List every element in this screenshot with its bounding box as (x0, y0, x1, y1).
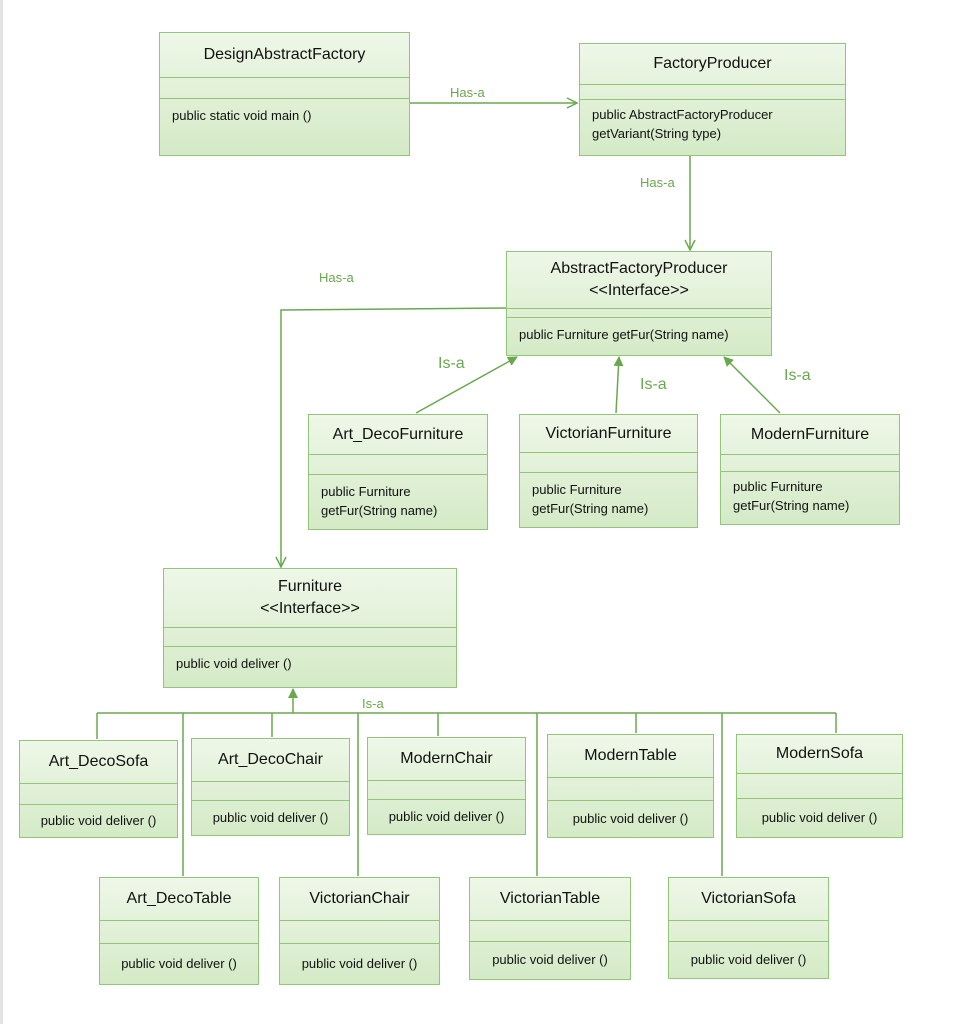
attributes-compartment (507, 309, 771, 318)
label-is-a-art-deco: Is-a (438, 355, 465, 372)
methods-compartment: public void deliver () (572, 810, 689, 826)
methods-compartment: public Furniture getFur(String name) (532, 482, 649, 517)
methods-compartment: public void deliver () (176, 656, 292, 671)
class-art-deco-chair[interactable]: Art_DecoChair public void deliver () (191, 738, 350, 836)
methods-compartment: public AbstractFactoryProducer getVarian… (592, 107, 773, 141)
class-name: ModernChair (368, 738, 525, 781)
attributes-compartment (368, 781, 525, 800)
methods-compartment: public void deliver () (212, 809, 329, 825)
class-name: Art_DecoSofa (20, 741, 177, 784)
methods-compartment: public Furniture getFur(String name) (519, 327, 729, 342)
label-has-a-abstract-to-furniture: Has-a (319, 270, 354, 285)
class-modern-table[interactable]: ModernTable public void deliver () (547, 734, 714, 838)
class-factory-producer[interactable]: FactoryProducer public AbstractFactoryPr… (579, 43, 846, 156)
methods-compartment: public Furniture getFur(String name) (733, 479, 850, 514)
connector-art-deco-furniture-is-a (415, 356, 518, 414)
class-name: ModernFurniture (721, 415, 899, 455)
attributes-compartment (721, 455, 899, 473)
methods-compartment: public void deliver () (761, 809, 878, 825)
class-art-deco-sofa[interactable]: Art_DecoSofa public void deliver () (19, 740, 178, 838)
class-name: VictorianSofa (669, 878, 828, 921)
attributes-compartment (520, 453, 697, 474)
methods-compartment: public void deliver () (40, 812, 157, 828)
attributes-compartment (280, 921, 439, 944)
class-name: Art_DecoTable (100, 878, 258, 921)
attributes-compartment (100, 921, 258, 944)
page-edge (0, 0, 3, 1024)
attributes-compartment (669, 921, 828, 942)
class-modern-furniture[interactable]: ModernFurniture public Furniture getFur(… (720, 414, 900, 525)
connector-victorian-furniture-is-a (613, 356, 624, 414)
class-furniture-interface[interactable]: Furniture <<Interface>> public void deli… (163, 568, 457, 688)
class-art-deco-table[interactable]: Art_DecoTable public void deliver () (99, 877, 259, 985)
class-name: Art_DecoChair (192, 739, 349, 782)
attributes-compartment (160, 78, 409, 99)
attributes-compartment (548, 778, 713, 801)
class-name: VictorianChair (280, 878, 439, 921)
class-name: FactoryProducer (580, 44, 845, 85)
class-abstract-factory-producer[interactable]: AbstractFactoryProducer <<Interface>> pu… (506, 251, 772, 356)
attributes-compartment (470, 921, 630, 942)
class-design-abstract-factory[interactable]: DesignAbstractFactory public static void… (159, 32, 410, 156)
class-victorian-chair[interactable]: VictorianChair public void deliver () (279, 877, 440, 985)
connector-modern-furniture-is-a (723, 356, 781, 414)
class-name: ModernTable (548, 735, 713, 778)
class-victorian-furniture[interactable]: VictorianFurniture public Furniture getF… (519, 414, 698, 528)
attributes-compartment (164, 628, 456, 647)
attributes-compartment (20, 784, 177, 805)
class-name: Art_DecoFurniture (309, 415, 487, 455)
class-name: AbstractFactoryProducer <<Interface>> (507, 252, 771, 309)
class-name: DesignAbstractFactory (160, 33, 409, 78)
class-name: ModernSofa (737, 735, 902, 774)
label-is-a-products: Is-a (362, 696, 384, 711)
connector-abstract-factory-to-furniture (281, 307, 507, 567)
label-is-a-victorian: Is-a (640, 376, 667, 393)
class-name: VictorianTable (470, 878, 630, 921)
methods-compartment: public void deliver () (121, 955, 237, 971)
class-modern-chair[interactable]: ModernChair public void deliver () (367, 737, 526, 835)
label-is-a-modern: Is-a (784, 367, 811, 384)
methods-compartment: public Furniture getFur(String name) (321, 484, 438, 519)
methods-compartment: public void deliver () (301, 955, 418, 971)
methods-compartment: public void deliver () (690, 951, 807, 967)
methods-compartment: public void deliver () (492, 952, 608, 968)
attributes-compartment (309, 455, 487, 476)
class-name: Furniture <<Interface>> (164, 569, 456, 628)
class-art-deco-furniture[interactable]: Art_DecoFurniture public Furniture getFu… (308, 414, 488, 530)
label-has-a-producer-to-abstract: Has-a (640, 175, 675, 190)
label-has-a-main-to-producer: Has-a (450, 85, 485, 100)
methods-compartment: public static void main () (172, 108, 312, 123)
methods-compartment: public void deliver () (388, 808, 505, 824)
attributes-compartment (192, 782, 349, 801)
attributes-compartment (580, 85, 845, 100)
class-modern-sofa[interactable]: ModernSofa public void deliver () (736, 734, 903, 838)
class-name: VictorianFurniture (520, 415, 697, 453)
class-victorian-table[interactable]: VictorianTable public void deliver () (469, 877, 631, 980)
class-victorian-sofa[interactable]: VictorianSofa public void deliver () (668, 877, 829, 979)
attributes-compartment (737, 774, 902, 799)
